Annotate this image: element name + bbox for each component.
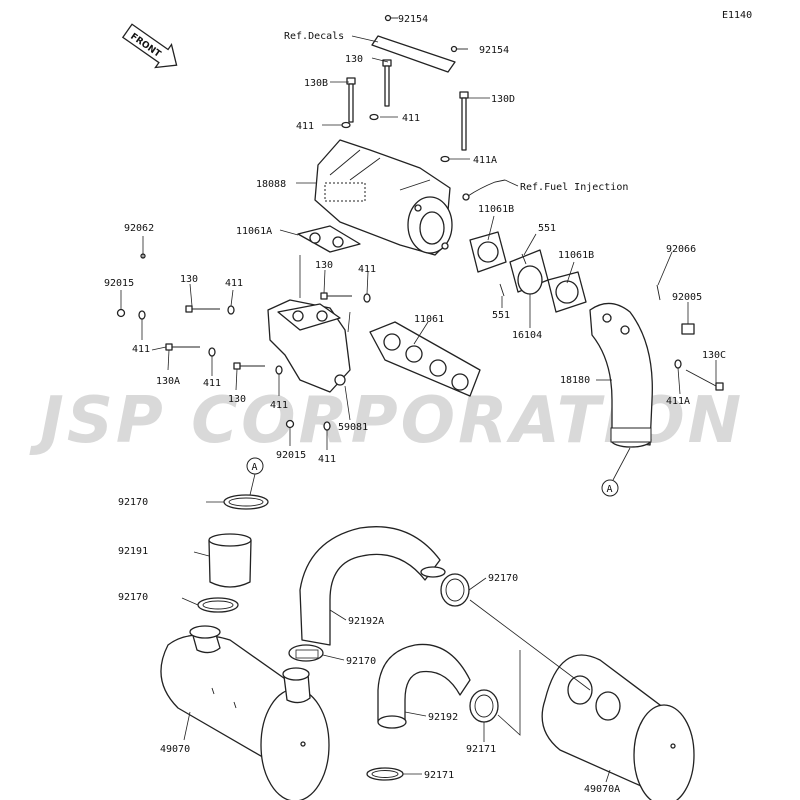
leader-lines xyxy=(120,35,717,783)
part-labels: E1140 92154 Ref.Decals 130 92154 130B 13… xyxy=(104,10,752,795)
muffler-49070 xyxy=(160,625,330,800)
label-92170-c: 92170 xyxy=(488,573,518,584)
label-11061A: 11061A xyxy=(236,226,272,237)
ref-a-top-label: A xyxy=(252,462,258,473)
hose-92192 xyxy=(377,643,471,729)
label-92062: 92062 xyxy=(124,223,154,234)
label-130A: 130A xyxy=(156,376,180,387)
label-130-b: 130 xyxy=(315,260,333,271)
ref-a-right-label: A xyxy=(607,484,613,495)
label-130-a: 130 xyxy=(180,274,198,285)
label-411-f: 411 xyxy=(318,454,336,465)
label-59081: 59081 xyxy=(338,422,368,433)
label-130D: 130D xyxy=(491,94,515,105)
label-411-a: 411 xyxy=(225,278,243,289)
sleeve-92191 xyxy=(208,533,252,588)
clamp-92170-b xyxy=(197,597,239,613)
label-11061B-a: 11061B xyxy=(478,204,514,215)
label-411-c: 411 xyxy=(132,344,150,355)
gasket-11061 xyxy=(369,321,481,397)
label-92015-b: 92015 xyxy=(276,450,306,461)
label-92066: 92066 xyxy=(666,244,696,255)
decal-plate xyxy=(371,35,456,73)
label-130C: 130C xyxy=(702,350,726,361)
label-92171-a: 92171 xyxy=(424,770,454,781)
label-411A-b: 411A xyxy=(666,396,690,407)
bolt-130B xyxy=(346,77,356,123)
label-ref-fuel-injection: Ref.Fuel Injection xyxy=(520,182,628,193)
sleeve-16104 xyxy=(509,249,549,295)
clamp-92170-d xyxy=(440,573,470,607)
clamp-92171-b xyxy=(469,689,499,723)
label-16104: 16104 xyxy=(512,330,542,341)
label-411-e: 411 xyxy=(270,400,288,411)
clamp-92170-c xyxy=(288,644,324,662)
label-92170-a: 92170 xyxy=(118,497,148,508)
front-direction-badge: FRONT xyxy=(121,23,178,69)
label-92015-a: 92015 xyxy=(104,278,134,289)
bolt-92066 xyxy=(656,284,661,301)
label-411-b: 411 xyxy=(358,264,376,275)
manifold-lower xyxy=(267,299,351,393)
muffler-49070A xyxy=(541,654,695,800)
bolt-130D xyxy=(459,91,469,151)
fitting-92005 xyxy=(681,323,695,335)
small-bolts xyxy=(116,253,371,431)
label-49070A: 49070A xyxy=(584,784,620,795)
label-92191: 92191 xyxy=(118,546,148,557)
bolt-130-top xyxy=(382,59,392,107)
label-92154-right: 92154 xyxy=(479,45,509,56)
hose-92192A xyxy=(299,526,446,646)
diagram-code: E1140 xyxy=(722,10,752,21)
label-92170-b: 92170 xyxy=(118,592,148,603)
fuel-injection-connector xyxy=(462,179,506,201)
manifold-18088 xyxy=(314,139,453,256)
ref-circle-a-right: A xyxy=(601,479,619,497)
bolt-130C xyxy=(674,359,724,391)
label-130B: 130B xyxy=(304,78,328,89)
bolt-92154-right xyxy=(450,45,468,53)
label-92005: 92005 xyxy=(672,292,702,303)
bolt-92154-top xyxy=(384,14,398,22)
label-49070: 49070 xyxy=(160,744,190,755)
ref-circle-a-top: A xyxy=(246,457,264,475)
clamp-92171-a xyxy=(366,767,404,781)
label-ref-decals: Ref.Decals xyxy=(284,31,344,42)
label-11061B-b: 11061B xyxy=(558,250,594,261)
label-18180: 18180 xyxy=(560,375,590,386)
label-92192: 92192 xyxy=(428,712,458,723)
elbow-18180 xyxy=(589,302,653,448)
label-18088: 18088 xyxy=(256,179,286,190)
label-11061: 11061 xyxy=(414,314,444,325)
label-411A-top: 411A xyxy=(473,155,497,166)
label-130-c: 130 xyxy=(228,394,246,405)
label-92170-d: 92170 xyxy=(346,656,376,667)
label-92192A: 92192A xyxy=(348,616,384,627)
label-92154-top: 92154 xyxy=(398,14,428,25)
pin-551 xyxy=(499,253,527,297)
clamp-92170-a xyxy=(223,494,269,510)
gasket-11061B-a xyxy=(469,231,507,273)
label-411-left: 411 xyxy=(296,121,314,132)
label-411-d: 411 xyxy=(203,378,221,389)
label-92171-b: 92171 xyxy=(466,744,496,755)
label-411-mid: 411 xyxy=(402,113,420,124)
gasket-11061B-b xyxy=(547,271,587,313)
label-130-top: 130 xyxy=(345,54,363,65)
label-551-a: 551 xyxy=(538,223,556,234)
label-551-b: 551 xyxy=(492,310,510,321)
gasket-11061A xyxy=(297,225,361,253)
